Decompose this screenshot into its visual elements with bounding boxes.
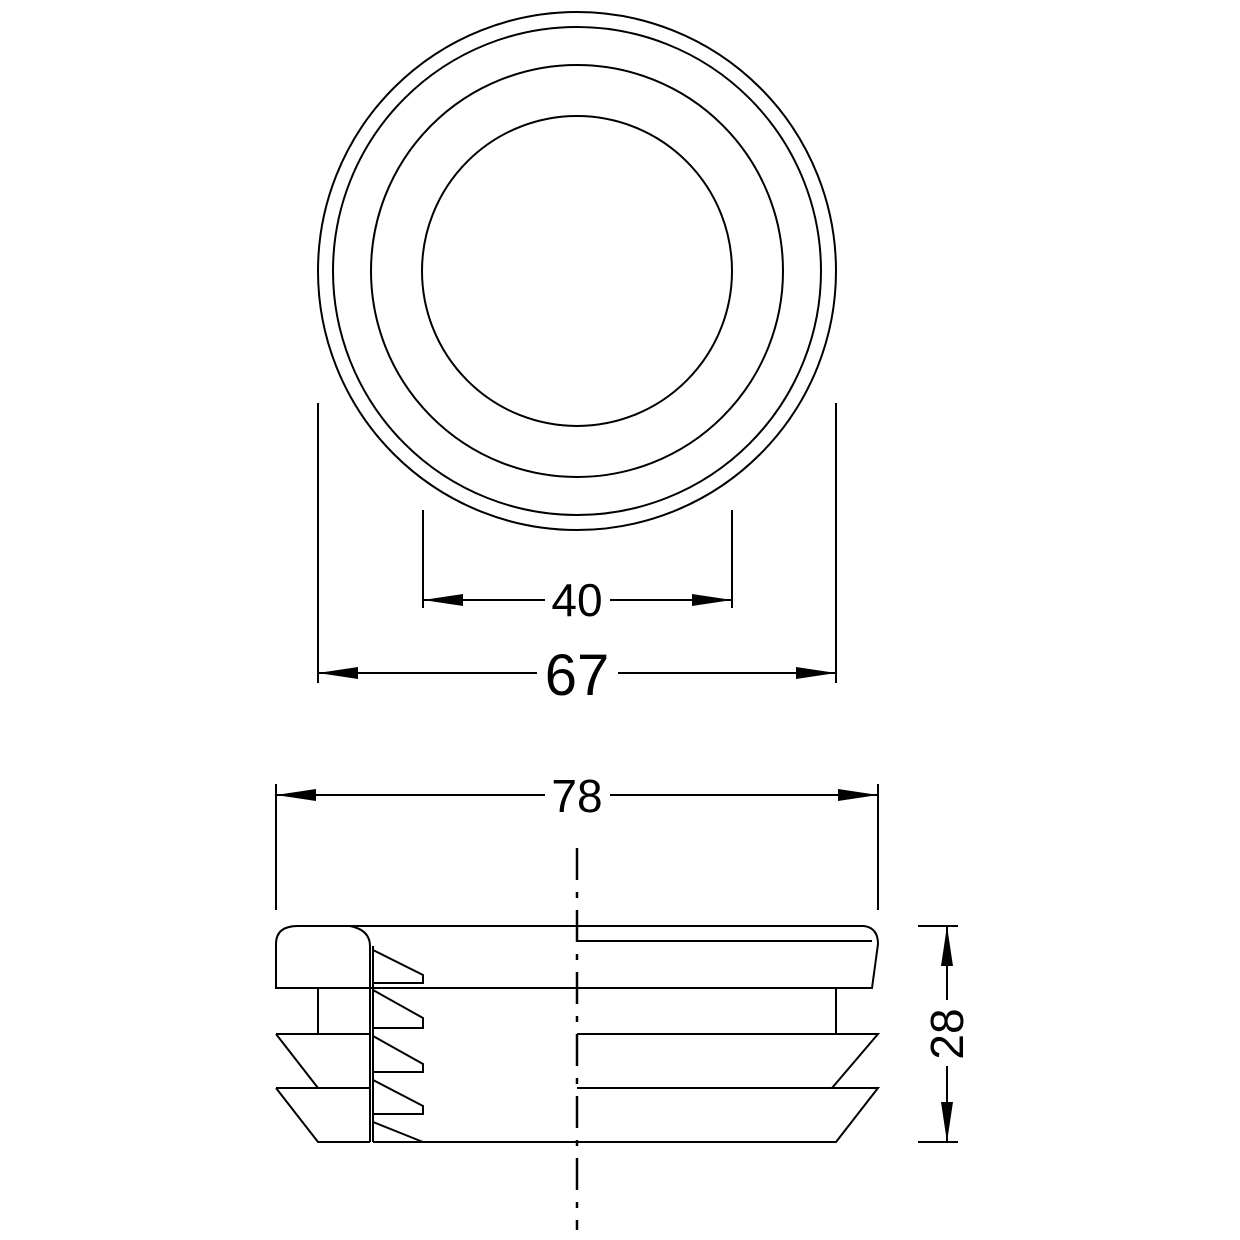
fin-4 [372, 1079, 424, 1115]
dimension-67 [317, 403, 837, 683]
top-view [317, 11, 837, 531]
shoulder-circle [370, 64, 784, 478]
dimension-40 [422, 510, 733, 608]
fin-5 [372, 1121, 424, 1143]
dimension-78 [275, 784, 879, 910]
inner-bore-circle [421, 115, 733, 427]
dimension-label-height: 28 [921, 1008, 973, 1059]
fin-2 [372, 989, 424, 1029]
fin-1 [372, 949, 424, 984]
side-profile [275, 925, 881, 1143]
outer-rim-circle [317, 11, 837, 531]
dimension-label-overall-width: 78 [551, 770, 602, 822]
outer-rim-inner-circle [332, 26, 822, 516]
fin-3 [372, 1035, 424, 1073]
cap-left-fillet [349, 925, 371, 1142]
rib-1-right [577, 1033, 881, 1089]
rib-2-left [275, 1087, 370, 1143]
rib-1-left [275, 1033, 370, 1089]
rib-2-right [373, 1087, 881, 1143]
cap-outline [275, 925, 880, 989]
dimension-label-outer-diameter: 67 [545, 643, 610, 708]
dimension-label-inner-diameter: 40 [551, 574, 602, 626]
dimension-28 [918, 925, 958, 1143]
